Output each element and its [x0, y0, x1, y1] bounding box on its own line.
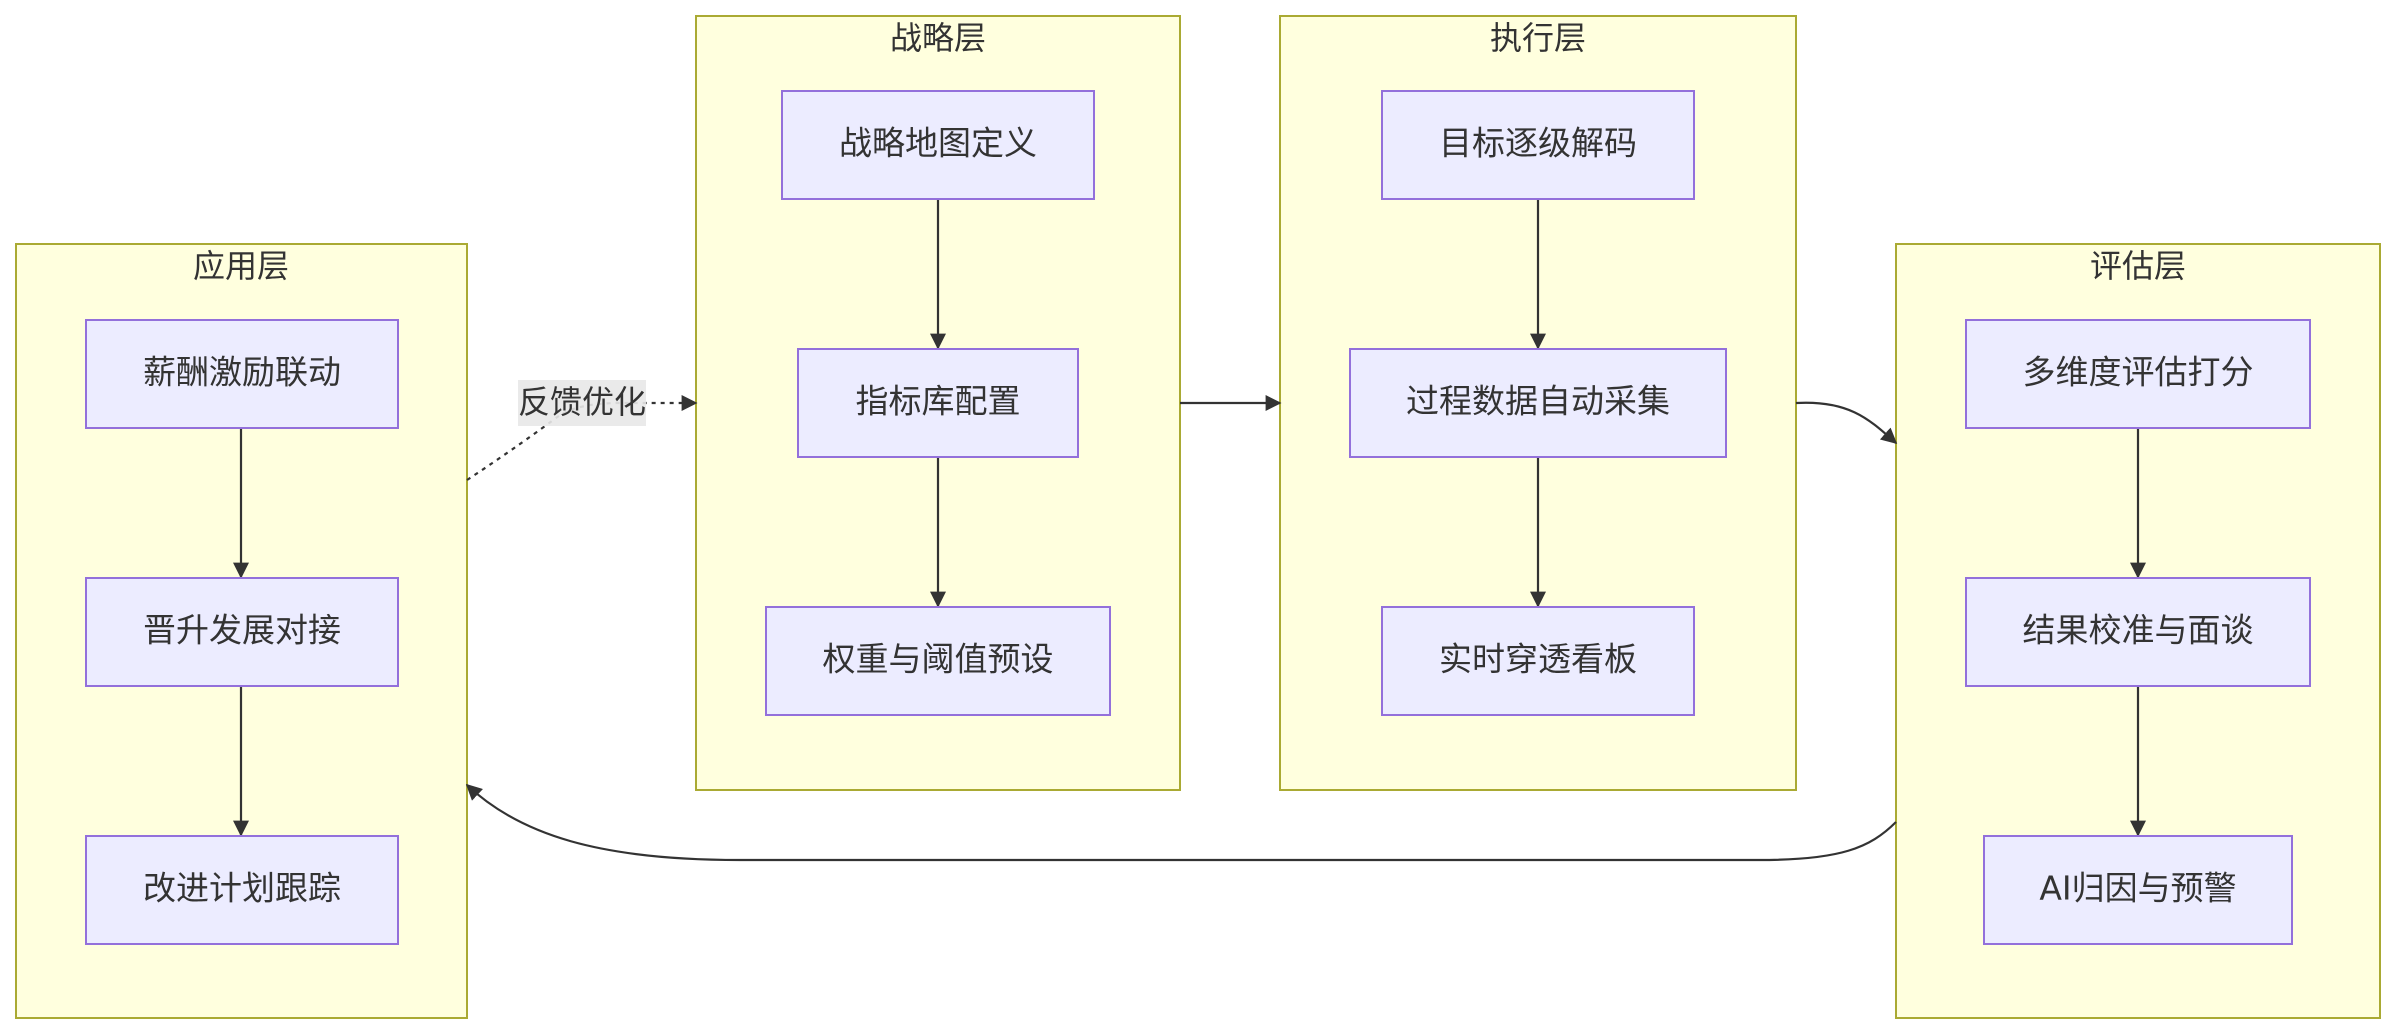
- cluster-strategy-label: 战略层: [890, 19, 986, 57]
- node-goal-decode-label: 目标逐级解码: [1439, 124, 1637, 163]
- node-salary-link-label: 薪酬激励联动: [143, 353, 341, 392]
- node-ai-warning-label: AI归因与预警: [2039, 869, 2236, 908]
- edge-feedback-label: 反馈优化: [518, 383, 646, 421]
- node-ai-warning-box: [1983, 835, 2293, 945]
- node-indicator-lib-box: [797, 348, 1079, 458]
- node-process-data: 过程数据自动采集: [1349, 348, 1727, 458]
- node-promotion: 晋升发展对接: [85, 577, 399, 687]
- node-strategy-map-box: [781, 90, 1095, 200]
- node-process-data-label: 过程数据自动采集: [1406, 382, 1670, 421]
- edge-execution-to-evaluation: [1795, 401, 1898, 445]
- edge-feedback-label-bg: [518, 380, 646, 426]
- node-weight-threshold: 权重与阈值预设: [765, 606, 1111, 716]
- node-realtime-board-label: 实时穿透看板: [1439, 640, 1637, 679]
- node-ai-warning: AI归因与预警: [1983, 835, 2293, 945]
- node-salary-link: 薪酬激励联动: [85, 319, 399, 429]
- node-indicator-lib-label: 指标库配置: [856, 382, 1021, 421]
- node-calibration-box: [1965, 577, 2311, 687]
- node-realtime-board: 实时穿透看板: [1381, 606, 1695, 716]
- node-strategy-map: 战略地图定义: [781, 90, 1095, 200]
- cluster-application-label: 应用层: [193, 247, 289, 285]
- node-multi-eval-box: [1965, 319, 2311, 429]
- node-improvement-label: 改进计划跟踪: [143, 869, 341, 908]
- node-promotion-box: [85, 577, 399, 687]
- node-multi-eval-label: 多维度评估打分: [2023, 353, 2254, 392]
- cluster-execution-label: 执行层: [1490, 19, 1586, 57]
- edge-feedback-label-group: 反馈优化: [518, 380, 646, 426]
- node-strategy-map-label: 战略地图定义: [839, 124, 1037, 163]
- node-improvement-box: [85, 835, 399, 945]
- node-calibration-label: 结果校准与面谈: [2023, 611, 2254, 650]
- edge-evaluation-to-application: [465, 783, 1897, 862]
- node-salary-link-box: [85, 319, 399, 429]
- cluster-evaluation-label: 评估层: [2090, 247, 2186, 285]
- node-weight-threshold-box: [765, 606, 1111, 716]
- node-weight-threshold-label: 权重与阈值预设: [823, 640, 1054, 679]
- node-improvement: 改进计划跟踪: [85, 835, 399, 945]
- node-promotion-label: 晋升发展对接: [143, 611, 341, 650]
- node-goal-decode: 目标逐级解码: [1381, 90, 1695, 200]
- node-goal-decode-box: [1381, 90, 1695, 200]
- node-multi-eval: 多维度评估打分: [1965, 319, 2311, 429]
- node-indicator-lib: 指标库配置: [797, 348, 1079, 458]
- node-calibration: 结果校准与面谈: [1965, 577, 2311, 687]
- node-realtime-board-box: [1381, 606, 1695, 716]
- node-process-data-box: [1349, 348, 1727, 458]
